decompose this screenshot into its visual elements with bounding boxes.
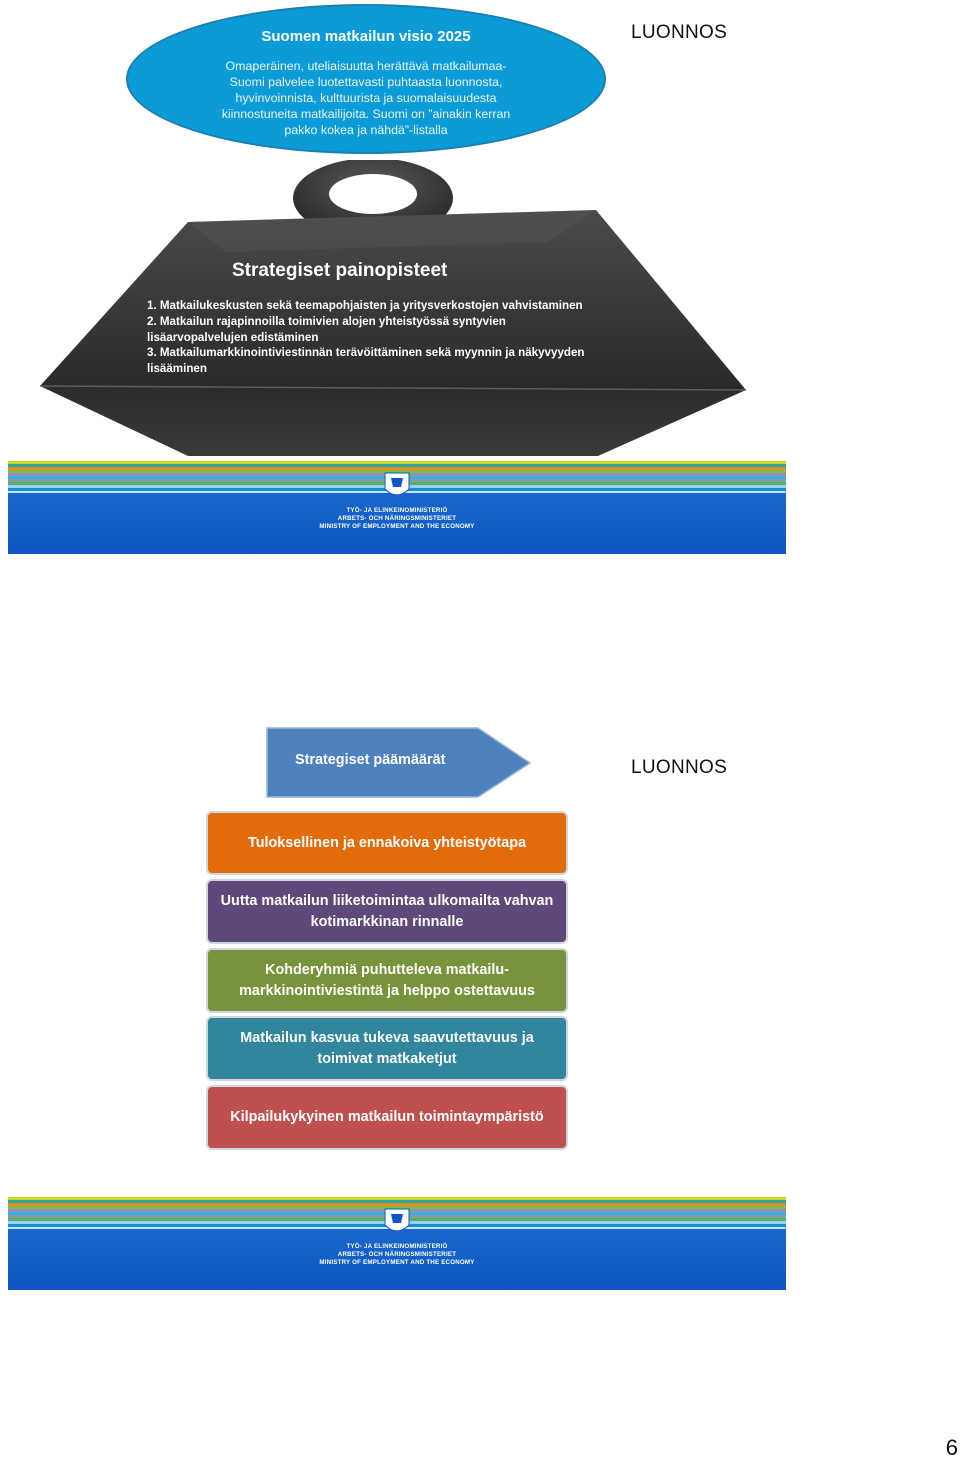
lion-emblem-icon (384, 1208, 410, 1232)
page-number: 6 (945, 1435, 958, 1460)
priority-item: 3. Matkailumarkkinointiviestinnän terävö… (147, 346, 585, 360)
goal-text: Matkailun kasvua tukeva saavutettavuus j… (240, 1029, 534, 1067)
goal-text: Kilpailukykyinen matkailun toimintaympär… (230, 1109, 544, 1125)
vision-line: Suomi palvelee luotettavasti puhtaasta l… (229, 75, 503, 89)
draft-label: LUONNOS (631, 757, 728, 778)
banner-stripes-icon (8, 461, 786, 554)
goal-box: Matkailun kasvua tukeva saavutettavuus j… (206, 1016, 568, 1081)
ministry-name-en: MINISTRY OF EMPLOYMENT AND THE ECONOMY (319, 523, 475, 530)
banner-stripes-icon (8, 1197, 786, 1290)
ministry-banner: TYÖ- JA ELINKEINOMINISTERIÖ ARBETS- OCH … (8, 1197, 786, 1290)
priority-list: 1. Matkailukeskusten sekä teemapohjaiste… (147, 298, 657, 377)
goal-box: Tuloksellinen ja ennakoiva yhteistyötapa (206, 811, 568, 875)
vision-line: kiinnostuneita matkailijoita. Suomi on ”… (221, 107, 511, 121)
lion-emblem-icon (384, 472, 410, 496)
goal-box: Kilpailukykyinen matkailun toimintaympär… (206, 1085, 568, 1150)
ministry-name-fi: TYÖ- JA ELINKEINOMINISTERIÖ (346, 1243, 448, 1250)
goal-box: Kohderyhmiä puhutteleva matkailu-markkin… (206, 948, 568, 1013)
draft-label: LUONNOS (631, 22, 728, 43)
vision-line: hyvinvoinnista, kulttuurista ja suomalai… (235, 91, 497, 105)
vision-title: Suomen matkailun visio 2025 (261, 28, 471, 45)
ministry-name: TYÖ- JA ELINKEINOMINISTERIÖ ARBETS- OCH … (8, 507, 786, 531)
goal-text: Kohderyhmiä puhutteleva matkailu-markkin… (239, 961, 535, 999)
ministry-name-en: MINISTRY OF EMPLOYMENT AND THE ECONOMY (319, 1259, 475, 1266)
ministry-name-sv: ARBETS- OCH NÄRINGSMINISTERIET (337, 1251, 457, 1258)
priority-item: 2. Matkailun rajapinnoilla toimivien alo… (147, 314, 506, 328)
goal-text: Tuloksellinen ja ennakoiva yhteistyötapa (247, 834, 527, 851)
weight-icon (39, 160, 747, 456)
vision-ellipse: Suomen matkailun visio 2025 Omaperäinen,… (126, 4, 606, 154)
vision-text: Omaperäinen, uteliaisuutta herättävä mat… (128, 58, 604, 138)
vision-line: pakko kokea ja nähdä”-listalla (284, 123, 448, 137)
ministry-name-sv: ARBETS- OCH NÄRINGSMINISTERIET (337, 515, 457, 522)
goal-text: Uutta matkailun liiketoimintaa ulkomailt… (220, 892, 554, 930)
priority-item: lisääminen (147, 362, 207, 376)
ministry-name: TYÖ- JA ELINKEINOMINISTERIÖ ARBETS- OCH … (8, 1243, 786, 1267)
ministry-name-fi: TYÖ- JA ELINKEINOMINISTERIÖ (346, 507, 448, 514)
goals-arrow (266, 727, 532, 798)
priority-item: 1. Matkailukeskusten sekä teemapohjaiste… (147, 299, 583, 312)
priority-item: lisäarvopalvelujen edistäminen (147, 330, 319, 344)
ministry-banner: TYÖ- JA ELINKEINOMINISTERIÖ ARBETS- OCH … (8, 461, 786, 554)
vision-line: Omaperäinen, uteliaisuutta herättävä mat… (225, 59, 507, 73)
goals-arrow-label: Strategiset päämäärät (295, 752, 446, 768)
weight-title: Strategiset painopisteet (232, 260, 448, 281)
goal-box: Uutta matkailun liiketoimintaa ulkomailt… (206, 879, 568, 944)
